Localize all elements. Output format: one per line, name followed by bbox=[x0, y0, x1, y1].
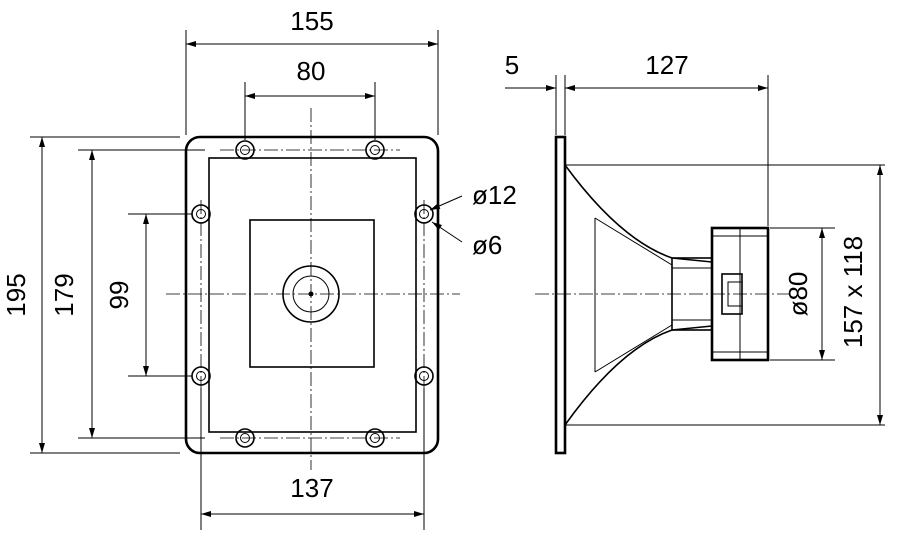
dim-label-o6: ø6 bbox=[472, 230, 502, 260]
mounting-hole bbox=[365, 428, 385, 448]
leader-o6 bbox=[431, 221, 463, 243]
dim-label-80: 80 bbox=[297, 56, 326, 86]
dim-label-o12: ø12 bbox=[472, 180, 517, 210]
front-dimensions: 155 80 195 179 99 137 ø12 ø6 bbox=[1, 6, 517, 530]
mounting-hole bbox=[235, 428, 255, 448]
front-flange-outline bbox=[184, 135, 440, 455]
front-throat-plate bbox=[249, 219, 375, 368]
mounting-hole bbox=[414, 366, 434, 386]
leader-o12 bbox=[429, 195, 463, 211]
horn-flare-inner bbox=[594, 217, 673, 373]
side-view bbox=[535, 135, 885, 455]
dim-label-o80: ø80 bbox=[783, 272, 813, 317]
front-inner-opening bbox=[208, 157, 417, 433]
dim-label-155: 155 bbox=[290, 6, 333, 36]
mounting-hole bbox=[365, 140, 385, 160]
side-dimensions: 5 127 ø80 157 x 118 bbox=[505, 50, 883, 425]
front-view bbox=[166, 108, 460, 470]
dim-label-157x118: 157 x 118 bbox=[838, 236, 868, 348]
dim-label-99: 99 bbox=[104, 281, 134, 310]
side-flange-plate bbox=[554, 135, 567, 455]
dim-label-179: 179 bbox=[49, 273, 79, 316]
mounting-hole bbox=[235, 140, 255, 160]
mounting-holes bbox=[191, 140, 434, 448]
dim-label-127: 127 bbox=[645, 50, 688, 80]
horn-flare-outer bbox=[564, 164, 713, 426]
dim-label-137: 137 bbox=[290, 473, 333, 503]
dim-label-195: 195 bbox=[1, 273, 31, 316]
mounting-hole bbox=[414, 204, 434, 224]
dim-label-5: 5 bbox=[505, 50, 519, 80]
